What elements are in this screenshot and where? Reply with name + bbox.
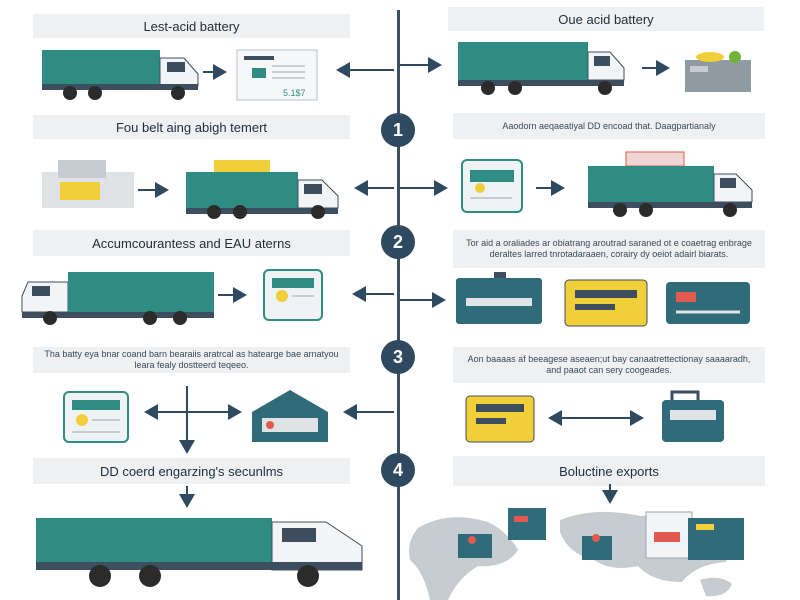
truck-icon [588,151,753,217]
row3-right-title: Tor aid a oraliades ar obiatrang aroutra… [453,230,765,268]
battery-icon [666,282,750,324]
id-card-icon [63,391,129,443]
truck-icon [21,272,214,325]
row5-left-title: DD coerd engarzing's secunlms [33,458,350,484]
row2-right-title: Aaodorn aeqaeatiyal DD encoad that. Daag… [453,113,765,139]
id-card-icon [465,395,535,443]
row1-right-title: Oue acid battery [448,7,764,31]
truck-icon [458,42,625,95]
step-2-marker: 2 [381,225,415,259]
world-map-icon [409,508,744,600]
row4-right-title: Aon baaaas af beeagese aseaen;ut bay can… [453,347,765,383]
id-card-icon [263,269,323,321]
row4-left-title: Tha batty eya bnar coand barn bearaiis a… [33,347,350,373]
document-icon [236,49,318,101]
step-4-marker: 4 [381,453,415,487]
row1-left-title: Lest-acid battery [33,14,350,38]
truck-icon [42,50,199,100]
battery-icon [662,390,724,442]
row2-left-title: Fou belt aing abigh temert [33,115,350,139]
step-3-marker: 3 [381,340,415,374]
doc-price: 5.1$7 [283,88,306,98]
step-1-marker: 1 [381,113,415,147]
battery-icon [564,279,648,327]
battery-icon [456,272,542,324]
battery-icon [685,51,751,92]
truck-icon [36,518,363,587]
truck-icon [186,160,339,219]
battery-icon [42,160,134,208]
warehouse-icon [252,390,328,442]
row3-left-title: Accumcourantess and EAU aterns [33,230,350,256]
row5-right-title: Boluctine exports [453,456,765,486]
id-card-icon [461,159,523,213]
timeline-axis [397,10,400,600]
